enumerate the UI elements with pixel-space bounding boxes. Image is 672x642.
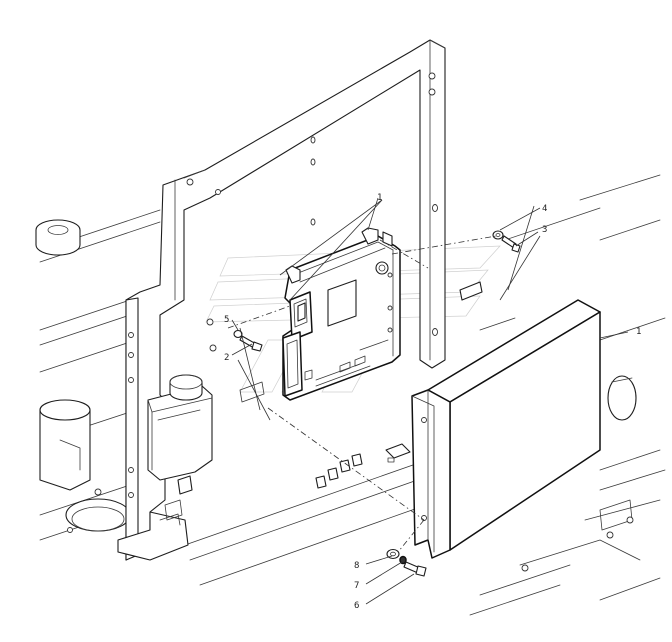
callout-8: 8 [354,561,359,571]
control-unit [282,227,401,401]
loose-fittings [239,281,483,489]
callout-1-lower: 1 [636,327,641,337]
reservoir-tank [147,374,213,495]
bracket-plate [117,39,446,561]
callout-5: 5 [224,315,229,325]
leader-lines [231,197,629,605]
fasteners [233,230,521,577]
callout-1-upper: 1 [377,193,382,203]
callout-7: 7 [354,581,359,591]
callouts: 1 1 2 3 3 4 4 5 6 7 8 [224,193,641,611]
cover-box [411,299,601,559]
assembly-axes [227,235,497,553]
callout-4-upper: 4 [542,204,547,214]
callout-3-upper: 3 [542,225,547,235]
callout-6: 6 [354,601,359,611]
chassis-frame [35,174,666,616]
callout-2: 2 [224,353,229,363]
